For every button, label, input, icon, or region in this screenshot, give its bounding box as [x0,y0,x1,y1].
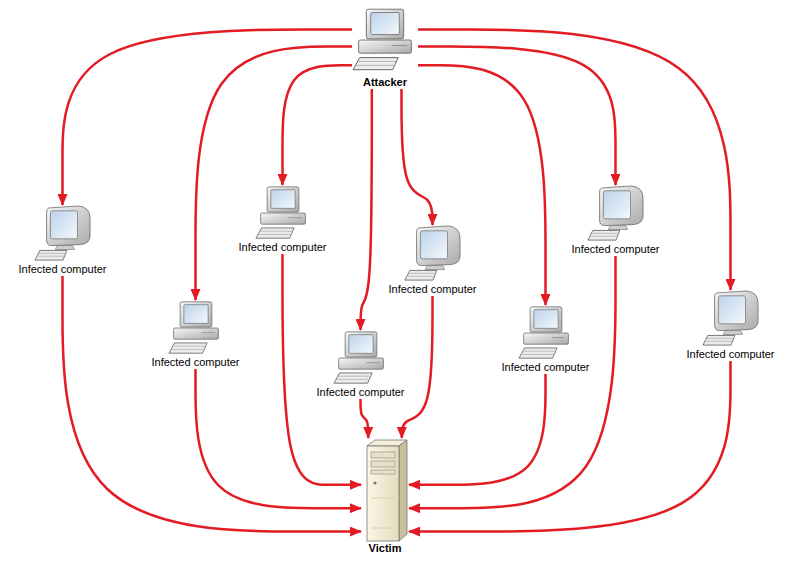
icon-graphic [255,187,304,238]
computer-icon [702,290,760,348]
icon-graphic [168,302,217,353]
node-label: Attacker [352,76,418,89]
attack-arrow [418,30,731,291]
node-label: Infected computer [16,263,109,276]
node-label: Infected computer [386,283,479,296]
attack-arrow [409,361,731,532]
infected-computer: Infected computer [149,300,242,369]
infected-computer: Infected computer [314,330,407,399]
icon-graphic [34,206,89,260]
attack-arrow [196,47,353,301]
attack-arrow [361,399,369,438]
node-label: Infected computer [149,356,242,369]
attack-arrow [283,65,353,185]
icon-graphic [367,440,407,541]
node-label: Infected computer [569,243,662,256]
infected-computer: Infected computer [16,205,109,276]
node-label: Infected computer [314,386,407,399]
icon-graphic [404,226,459,280]
icon-graphic [518,307,567,358]
icon-graphic [702,291,757,345]
node-label: Infected computer [499,361,592,374]
computer-icon [255,185,311,241]
icon-graphic [587,186,642,240]
computer-icon [352,4,418,76]
computer-icon [333,330,389,386]
attack-arrow [402,89,433,225]
attack-arrow [63,276,362,532]
attacker-computer: Attacker [352,4,418,89]
computer-icon [587,185,645,243]
computer-icon [404,225,462,283]
attack-arrow [402,296,433,438]
attack-arrow [361,89,372,330]
computer-icon [34,205,92,263]
computer-icon [168,300,224,356]
computer-icon [518,305,574,361]
icon-graphic [353,9,411,69]
attack-arrow [418,47,616,186]
infected-computer: Infected computer [684,290,777,361]
infected-computer: Infected computer [499,305,592,374]
infected-computer: Infected computer [569,185,662,256]
victim-server: Victim [361,438,409,555]
computer-icon [361,438,409,542]
attack-arrow [409,374,546,485]
node-label: Infected computer [684,348,777,361]
node-label: Victim [361,542,409,555]
icon-graphic [333,332,382,383]
infected-computer: Infected computer [386,225,479,296]
node-label: Infected computer [236,241,329,254]
infected-computer: Infected computer [236,185,329,254]
